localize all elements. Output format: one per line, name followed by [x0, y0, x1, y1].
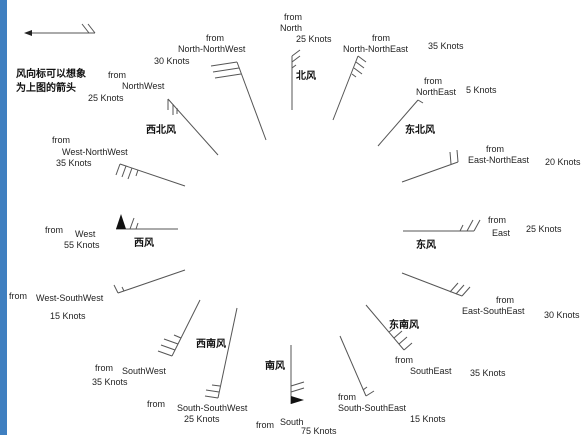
station-north-speed: 25 Knots [296, 34, 332, 44]
station-wsw-from: from [9, 291, 27, 301]
station-wsw-direction: West-SouthWest [36, 293, 104, 303]
wind-barb-northeast [377, 99, 424, 147]
legend-note-line1: 风向标可以想象 [16, 69, 86, 80]
direction-name-southeast: 东南风 [389, 320, 419, 331]
station-south-speed: 75 Knots [301, 426, 337, 436]
station-sse-speed: 15 Knots [410, 414, 446, 424]
station-sw-direction: SouthWest [122, 366, 166, 376]
station-ssw-from: from [147, 399, 165, 409]
station-nw-speed: 25 Knots [88, 93, 124, 103]
station-ne-direction: NorthEast [416, 87, 457, 97]
station-east-from: from [488, 215, 506, 225]
wind-barb-north [291, 49, 301, 110]
direction-name-west: 西风 [134, 238, 154, 249]
station-se-direction: SouthEast [410, 366, 452, 376]
wind-barb-south-southeast [339, 335, 375, 397]
wind-barb-south-southwest [204, 307, 238, 399]
station-ese-direction: East-SouthEast [462, 306, 525, 316]
legend-arrow [24, 23, 96, 36]
wind-barb-south [290, 345, 305, 404]
station-east-speed: 25 Knots [526, 224, 562, 234]
station-west-direction: West [75, 229, 96, 239]
station-ene-from: from [486, 144, 504, 154]
station-sse-from: from [338, 392, 356, 402]
station-nnw-from: from [206, 33, 224, 43]
direction-name-east: 东风 [416, 240, 436, 251]
station-wnw-direction: West-NorthWest [62, 147, 128, 157]
station-ssw-speed: 25 Knots [184, 414, 220, 424]
station-ene-speed: 20 Knots [545, 157, 581, 167]
station-nne-direction: North-NorthEast [343, 44, 409, 54]
station-south-from: from [256, 420, 274, 430]
wind-barb-west-northwest [115, 163, 186, 187]
station-ne-speed: 5 Knots [466, 85, 497, 95]
station-wsw-speed: 15 Knots [50, 311, 86, 321]
wind-barb-northwest [167, 98, 219, 156]
station-nne-speed: 35 Knots [428, 41, 464, 51]
direction-name-southwest: 西南风 [196, 339, 226, 350]
direction-name-northeast: 东北风 [405, 125, 435, 136]
wind-barb-east-northeast [401, 149, 459, 183]
station-sw-speed: 35 Knots [92, 377, 128, 387]
wind-barb-east [403, 219, 481, 232]
station-sw-from: from [95, 363, 113, 373]
wind-barb-west-southwest [113, 269, 186, 294]
legend-note: 风向标可以想象 为上图的箭头 [16, 68, 86, 96]
station-nne-from: from [372, 33, 390, 43]
wind-barb-southwest [157, 299, 201, 357]
wind-barb-north-northwest [210, 61, 267, 141]
station-sse-direction: South-SouthEast [338, 403, 407, 413]
station-wnw-from: from [52, 135, 70, 145]
station-ssw-direction: South-SouthWest [177, 403, 248, 413]
station-east-direction: East [492, 228, 511, 238]
slide-edge-bar [0, 0, 7, 435]
station-north-direction: North [280, 23, 303, 33]
wind-barb-west [116, 214, 178, 230]
station-ene-direction: East-NorthEast [468, 155, 530, 165]
station-nw-direction: NorthWest [122, 81, 165, 91]
direction-name-northwest: 西北风 [146, 125, 176, 136]
station-south-direction: South [280, 417, 304, 427]
station-nnw-direction: North-NorthWest [178, 44, 246, 54]
station-nnw-speed: 30 Knots [154, 56, 190, 66]
station-ese-from: from [496, 295, 514, 305]
station-ne-from: from [424, 76, 442, 86]
direction-name-north: 北风 [296, 71, 316, 82]
wind-barb-north-northeast [332, 55, 367, 121]
wind-barb-southeast [365, 304, 413, 351]
legend-note-line2: 为上图的箭头 [16, 83, 76, 94]
station-ese-speed: 30 Knots [544, 310, 580, 320]
station-west-from: from [45, 225, 63, 235]
station-se-speed: 35 Knots [470, 368, 506, 378]
station-se-from: from [395, 355, 413, 365]
station-wnw-speed: 35 Knots [56, 158, 92, 168]
station-north-from: from [284, 12, 302, 22]
direction-name-south: 南风 [265, 361, 285, 372]
station-nw-from: from [108, 70, 126, 80]
station-west-speed: 55 Knots [64, 240, 100, 250]
wind-barb-east-southeast [401, 272, 471, 297]
